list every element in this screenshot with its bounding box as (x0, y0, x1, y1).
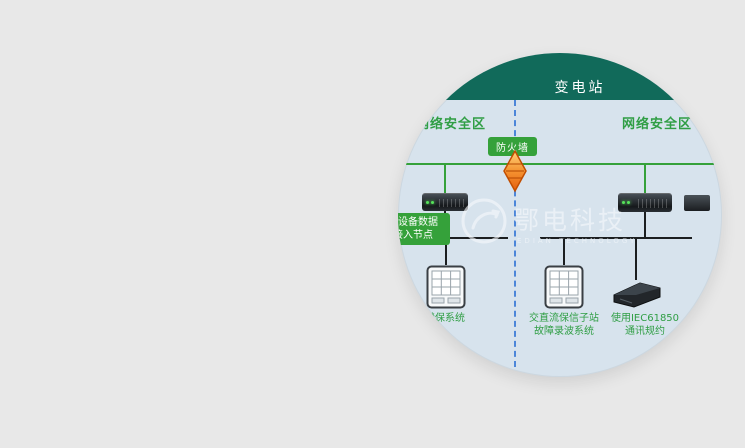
system-label-left: 继保系统 (406, 312, 484, 325)
led-indicator (627, 201, 630, 204)
firewall-icon (503, 149, 527, 193)
switch-vents (438, 199, 464, 207)
connector-line (644, 212, 646, 237)
led-indicator (431, 201, 434, 204)
system-label-right: 使用IEC61850 通讯规约 (600, 312, 690, 338)
connector-line (644, 163, 646, 193)
led-indicator (426, 201, 429, 204)
partial-device-right (684, 195, 710, 211)
substation-title: 变电站 (554, 80, 606, 96)
access-node-label-line2: 接入节点 (398, 230, 433, 241)
station-bus-left (398, 237, 508, 239)
security-zone-divider-line (514, 100, 516, 377)
system-label-right-line1: 使用IEC61850 (610, 313, 680, 324)
switch-vents (638, 199, 668, 208)
connector-line (444, 163, 446, 193)
connector-line (563, 239, 565, 265)
system-label-right-line2: 通讯规约 (625, 326, 665, 337)
zone-label-right: 网络安全区 (622, 117, 693, 132)
system-label-middle-line1: 交直流保信子站 (529, 313, 599, 324)
connector-line (445, 239, 447, 265)
led-indicator (622, 201, 625, 204)
network-bus-line (398, 163, 722, 165)
diagram-circle: 变电站 网络安全区 网络安全区 防火墙 (398, 53, 722, 377)
relay-device-icon (426, 265, 466, 309)
watermark: 鄂电科技 EDIAN TECHNOLOGY (460, 195, 635, 267)
server-device-icon (613, 282, 661, 308)
system-label-left-line1: 继保系统 (425, 313, 465, 324)
connector-line (635, 239, 637, 280)
firewall-label: 防火墙 (488, 137, 537, 156)
zone-label-left: 网络安全区 (416, 117, 487, 132)
system-label-middle-line2: 故障录波系统 (534, 326, 594, 337)
access-node-label-line1: 主设备数据 (398, 217, 438, 228)
substation-header: 变电站 (398, 53, 722, 100)
watermark-title: 鄂电科技 (514, 206, 627, 235)
network-switch-left (422, 193, 468, 211)
station-bus-right (540, 237, 692, 239)
relay-device-icon (544, 265, 584, 309)
network-switch-right (618, 193, 672, 212)
access-node-label: 主设备数据 接入节点 (398, 213, 450, 245)
system-label-middle: 交直流保信子站 故障录波系统 (524, 312, 604, 338)
